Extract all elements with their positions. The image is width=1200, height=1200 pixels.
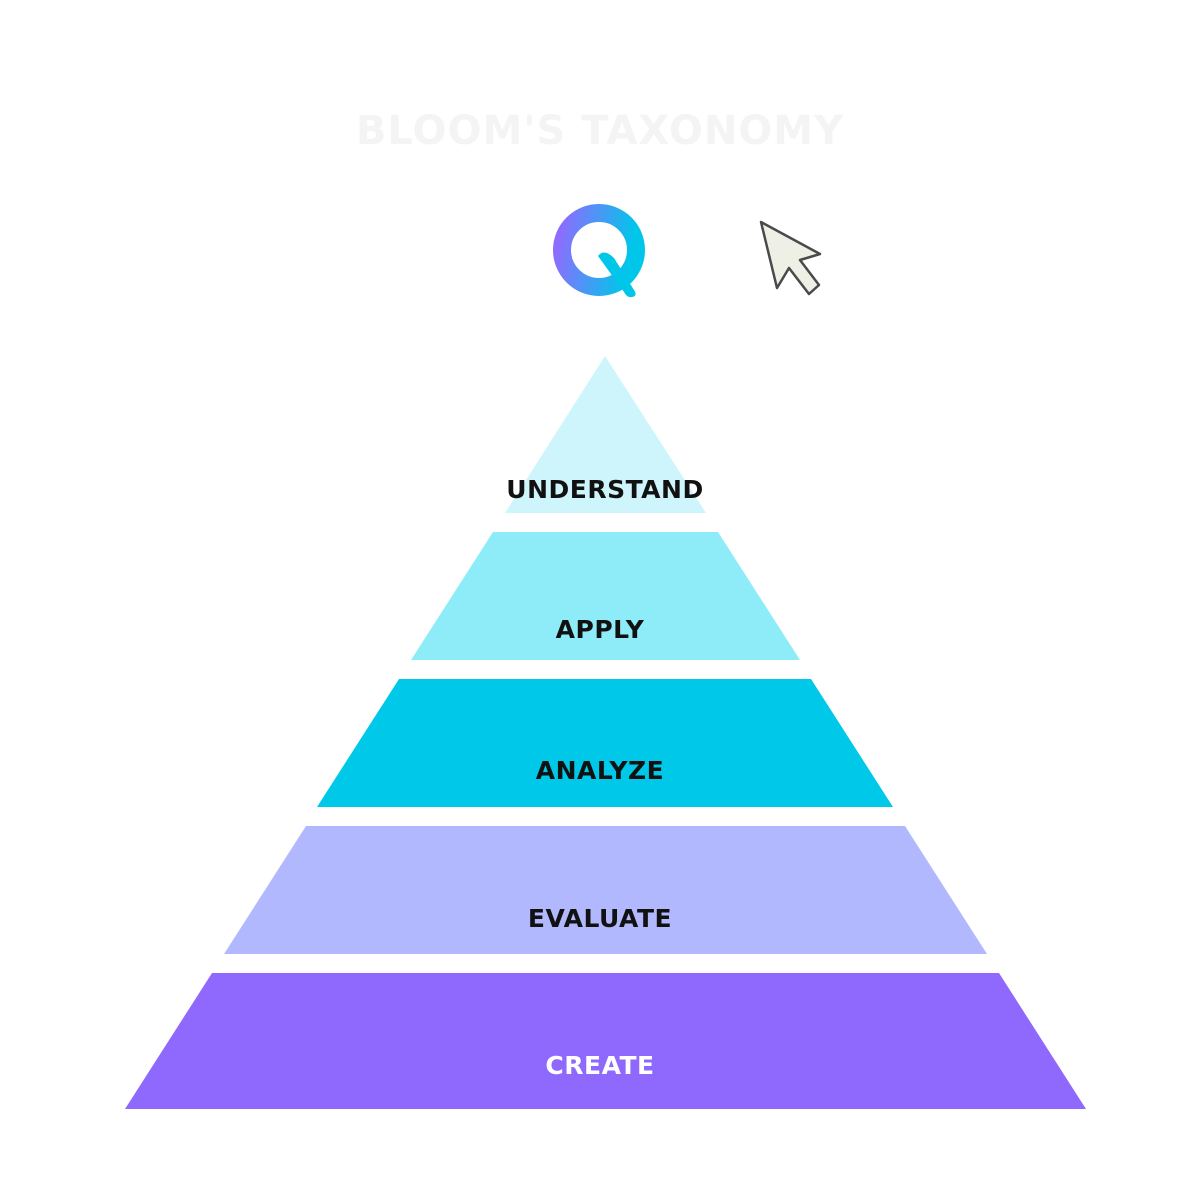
tier-label: UNDERSTAND — [506, 475, 703, 504]
pyramid-tier-create: CREATE — [125, 973, 1086, 1109]
tier-shape — [411, 532, 800, 660]
tier-label: APPLY — [556, 615, 645, 644]
page-title: BLOOM'S TAXONOMY — [355, 108, 845, 154]
tier-label: CREATE — [545, 1051, 654, 1080]
tier-shape — [317, 679, 893, 807]
tier-shape — [505, 356, 706, 513]
pyramid-tier-evaluate: EVALUATE — [224, 826, 987, 954]
tier-shape — [224, 826, 987, 954]
pyramid-tier-apply: APPLY — [411, 532, 800, 660]
tier-label: ANALYZE — [536, 756, 664, 785]
q-logo-icon — [553, 204, 645, 298]
pyramid-tier-analyze: ANALYZE — [317, 679, 893, 807]
arrow-cursor-icon — [759, 220, 822, 296]
pyramid-tier-understand: UNDERSTAND — [505, 356, 706, 513]
tier-label: EVALUATE — [528, 904, 672, 933]
tier-shape — [125, 973, 1086, 1109]
